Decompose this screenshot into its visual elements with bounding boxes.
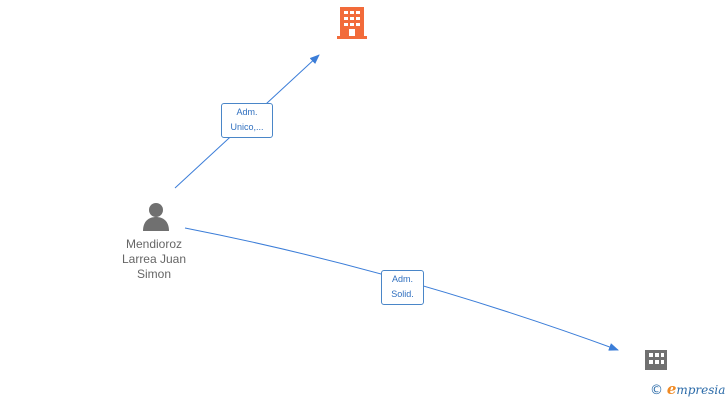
person-name-label[interactable]: Mendioroz Larrea Juan Simon <box>104 237 204 282</box>
empresia-watermark: © empresia <box>650 380 725 398</box>
person-name-line: Simon <box>136 267 171 281</box>
copyright-icon: © <box>650 383 663 398</box>
edge-label-adm-solid[interactable]: Adm. Solid. <box>381 270 424 305</box>
building-icon-secondary[interactable] <box>645 350 667 370</box>
brand-logo-text: mpresia <box>676 383 726 397</box>
brand-logo-letter: e <box>666 380 677 398</box>
edge-label-line: Unico,... <box>230 122 264 132</box>
person-name-line: Larrea Juan <box>121 252 187 266</box>
edge-label-adm-unico[interactable]: Adm. Unico,... <box>221 103 273 138</box>
building-icon[interactable] <box>337 7 367 39</box>
edge-label-line: Adm. <box>236 107 258 117</box>
edge-label-line: Solid. <box>391 289 414 299</box>
edge-label-line: Adm. <box>391 274 413 284</box>
person-name-line: Mendioroz <box>125 237 183 251</box>
person-icon[interactable] <box>143 203 169 231</box>
